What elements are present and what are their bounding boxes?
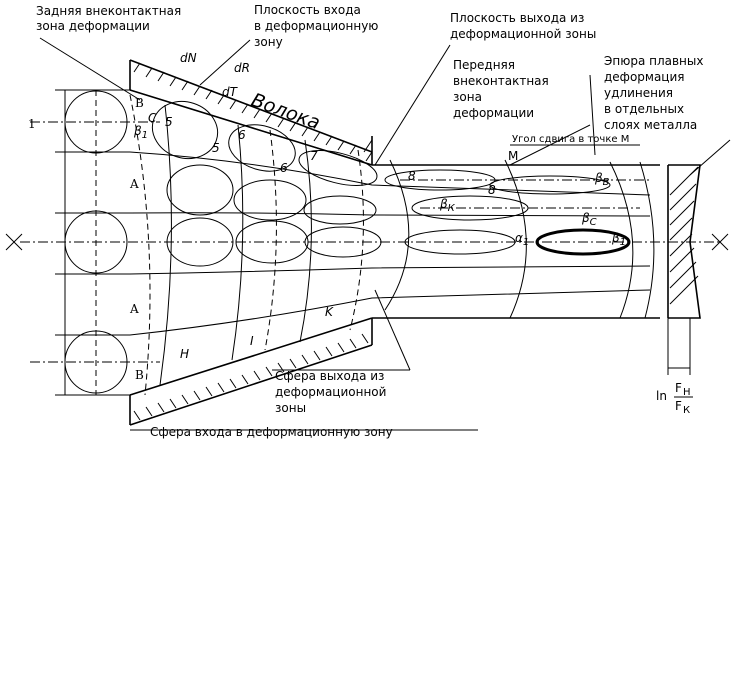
die-top-hatching (133, 62, 373, 162)
marker-dN: dN (180, 51, 197, 65)
leader-lines (39, 37, 731, 431)
exit-sphere-label-line3: зоны (275, 401, 306, 415)
marker-6a: 6 (238, 128, 246, 142)
front-zone-label-line2: внеконтактная (453, 74, 549, 88)
marker-M: M (508, 149, 518, 163)
marker-B-top: B (135, 96, 144, 110)
entry-plane-label-line3: зону (254, 35, 283, 49)
formula-ln: ln (656, 389, 667, 403)
formula-denominator-sub: К (683, 405, 690, 416)
formula-numerator: F (675, 381, 682, 395)
die-bottom-hatching (133, 333, 369, 421)
front-zone-label-line3: зона (453, 90, 482, 104)
exit-plane-label-line2: деформационной зоны (450, 27, 596, 41)
exit-sphere-label-line1: Сфера выхода из (275, 369, 384, 383)
entry-sphere-label: Сфера входа в деформационную зону (150, 425, 393, 439)
elongation-plot-label-line1: Эпюра плавных (604, 54, 703, 68)
exit-sphere-label-line2: деформационной (275, 385, 386, 399)
deformed-grains (151, 100, 631, 267)
formula-denominator: F (675, 399, 682, 413)
marker-I: I (250, 334, 254, 348)
elongation-plot-label-line2: деформация (604, 70, 685, 84)
exit-plane-label-line1: Плоскость выхода из (450, 11, 584, 25)
marker-dT: dT (222, 85, 239, 99)
marker-6b: 6 (280, 161, 288, 175)
angle-beta1: β1 (133, 124, 148, 141)
rear-zone-label-line2: зона деформации (36, 19, 150, 33)
angle-alpha1: α1 (515, 231, 529, 248)
angle-betaB: βВ (594, 171, 610, 188)
marker-5b: 5 (212, 141, 220, 155)
marker-8a: 8 (408, 169, 416, 183)
entry-plane-label-line1: Плоскость входа (254, 3, 361, 17)
entry-plane-label-line2: в деформационную (254, 19, 378, 33)
front-zone-label-line1: Передняя (453, 58, 515, 72)
angle-betaK: βК (439, 197, 456, 214)
marker-A-top: A (129, 177, 139, 191)
marker-dR: dR (234, 61, 250, 75)
elongation-plot-label-line4: в отдельных (604, 102, 684, 116)
marker-K: K (325, 305, 334, 319)
angle-betaC: βС (581, 211, 597, 228)
formula-numerator-sub: Н (683, 387, 691, 398)
marker-B-bottom: B (135, 368, 144, 382)
angle-beta1-exit: β1 (611, 231, 626, 248)
marker-C: C (148, 111, 157, 125)
elongation-plot-label-line5: слоях металла (604, 118, 697, 132)
marker-7: 7 (310, 149, 318, 163)
die-label: Волока (248, 89, 323, 134)
die-top (129, 59, 373, 166)
flow-lines (129, 89, 660, 336)
die-bottom (129, 317, 373, 426)
marker-one: 1 (28, 117, 36, 131)
marker-8b: 8 (488, 183, 496, 197)
front-zone-label-line4: деформации (453, 106, 534, 120)
elongation-plot-label-line3: удлинения (604, 86, 673, 100)
marker-A-bottom: A (129, 302, 139, 316)
marker-H: H (180, 347, 189, 361)
shear-angle-label: Угол сдвига в точке М (512, 134, 629, 145)
elongation-plot (667, 164, 701, 375)
formula-ln-ratio: ln F Н F К (656, 381, 693, 416)
rear-zone-label-line1: Задняя внеконтактная (36, 4, 181, 18)
axis-lines (5, 121, 729, 363)
marker-5a: 5 (165, 115, 173, 129)
